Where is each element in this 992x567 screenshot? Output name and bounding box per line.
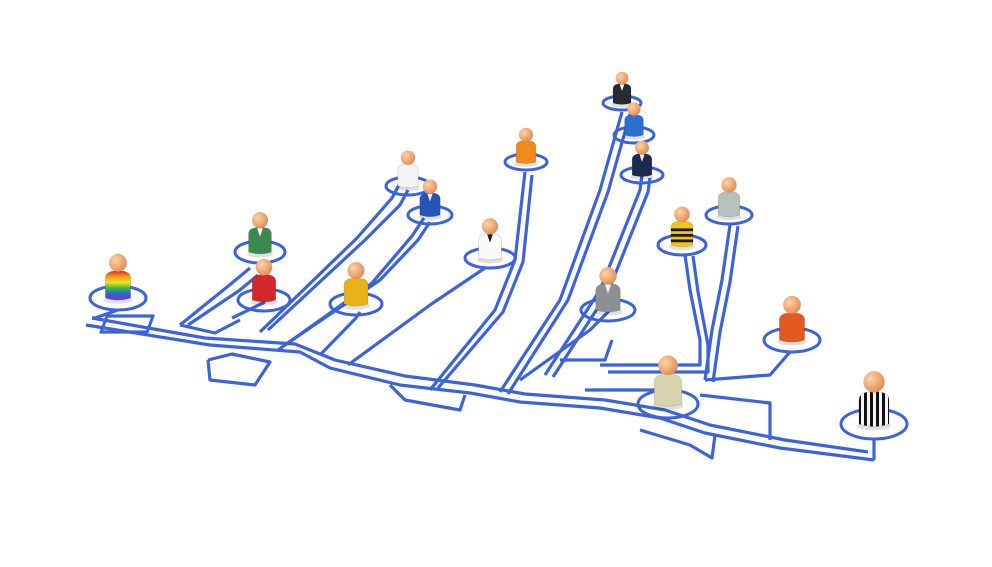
figure-navy — [630, 140, 654, 180]
figure-yellow — [342, 262, 370, 310]
figure-orange — [514, 127, 538, 167]
node-rings — [88, 94, 909, 441]
network-lines — [85, 111, 876, 462]
figure-bee — [668, 206, 696, 251]
figure-rainbow — [103, 253, 133, 304]
figure-pattern — [777, 295, 807, 346]
figure-striped — [857, 371, 891, 431]
figure-blue-white — [417, 179, 443, 220]
figure-blue — [622, 102, 646, 140]
figure-white-suit — [476, 218, 504, 264]
figure-khaki — [652, 355, 684, 411]
people-figures — [103, 71, 891, 431]
figure-grey — [593, 267, 623, 316]
figure-sage — [716, 177, 742, 221]
figure-red — [250, 258, 278, 306]
figure-dark-suit — [611, 71, 633, 108]
figure-green-tie — [246, 212, 274, 258]
figure-white-shirt — [395, 150, 421, 191]
